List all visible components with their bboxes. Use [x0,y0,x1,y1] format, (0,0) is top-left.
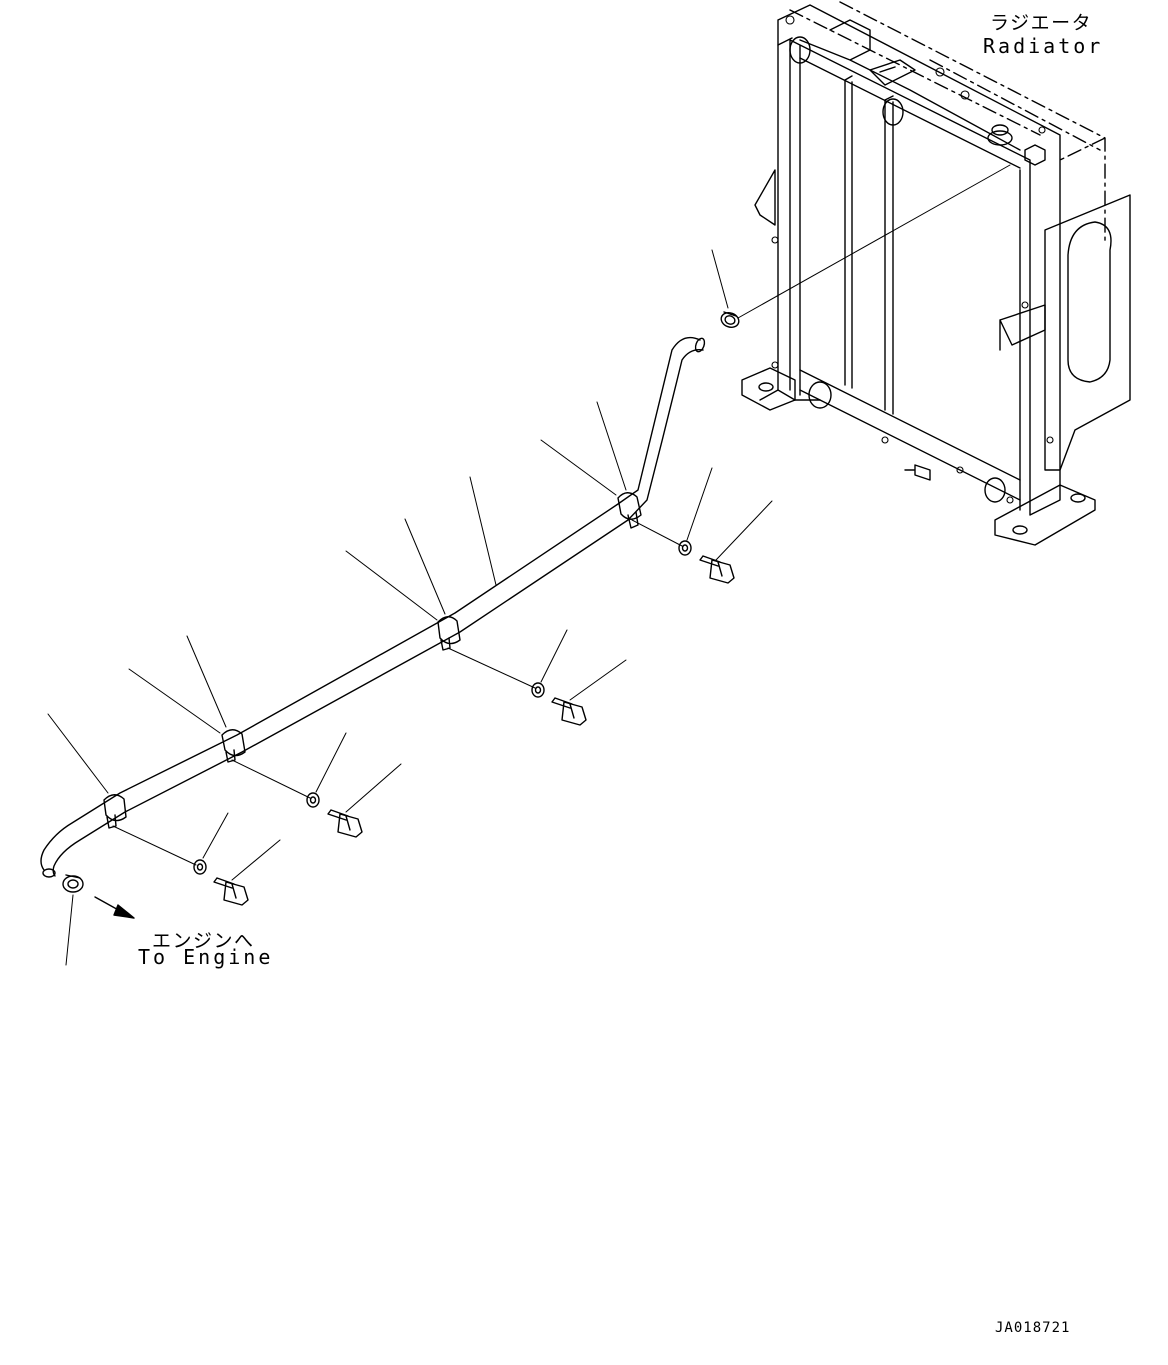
radiator-shroud-slot [1067,221,1112,383]
radiator-label-en: Radiator [983,34,1104,58]
bolt-3 [327,809,363,838]
radiator-label-jp: ラジエータ [990,12,1093,34]
washer-1 [678,540,692,556]
washer-4 [193,859,207,875]
radiator-right-foot-hole-1 [1012,525,1028,535]
drawing-code: JA018721 [995,1320,1071,1336]
hose-clip-4 [103,794,127,829]
washer-3 [306,792,320,808]
radiator-upper-pipe-left [789,36,811,64]
radiator-top-rail-hidden [789,9,1101,151]
hose-clamp-radiator [720,311,740,328]
radiator-lower-pipe [808,381,832,409]
washer-2 [531,682,545,698]
radiator-cap-base [987,130,1013,146]
leader-lines [47,249,773,966]
to-engine-arrow [94,896,135,919]
hose-clip-1 [617,492,642,529]
radiator-right-foot [994,484,1096,546]
hose-clip-3 [221,729,246,763]
bolt-1 [699,555,735,584]
radiator-top-tank [799,19,1021,169]
hose-outer-edge-bottom [52,349,704,877]
radiator-core-1 [844,75,853,389]
radiator-core-2 [884,95,894,415]
radiator-drain-pipe [984,477,1006,503]
radiator-drain-valve [904,464,931,481]
coolant-hose [40,336,706,878]
hose-end-radiator-side [694,337,706,353]
radiator-vent-fitting [1024,144,1046,166]
radiator-left-bracket [754,169,776,226]
radiator-upper-pipe-mid [882,98,904,126]
radiator [741,1,1131,546]
radiator-frame-bolts [771,15,1054,504]
engine-label-jp: エンジンへ [152,930,255,952]
radiator-bottom-tank [799,369,1021,501]
hose-end-engine-side [42,868,56,878]
radiator-left-foot [741,367,796,411]
radiator-filler-neck [869,59,916,86]
radiator-left-foot-hole [758,382,774,392]
engine-label-en: To Engine [138,945,274,969]
assembly-center-lines [112,164,1011,866]
radiator-cap [991,124,1009,136]
radiator-side-bracket [999,304,1046,351]
radiator-side-shroud [1044,194,1131,471]
radiator-front-frame [777,4,1061,516]
bolt-4 [213,877,249,906]
hose-clamp-engine [62,874,84,893]
hose-outer-edge-top [40,336,701,871]
radiator-back-outline [839,1,1106,246]
hose-clip-2 [437,616,461,651]
bolt-2 [551,697,587,726]
radiator-right-foot-hole-2 [1070,493,1086,503]
radiator-left-post [759,37,821,401]
